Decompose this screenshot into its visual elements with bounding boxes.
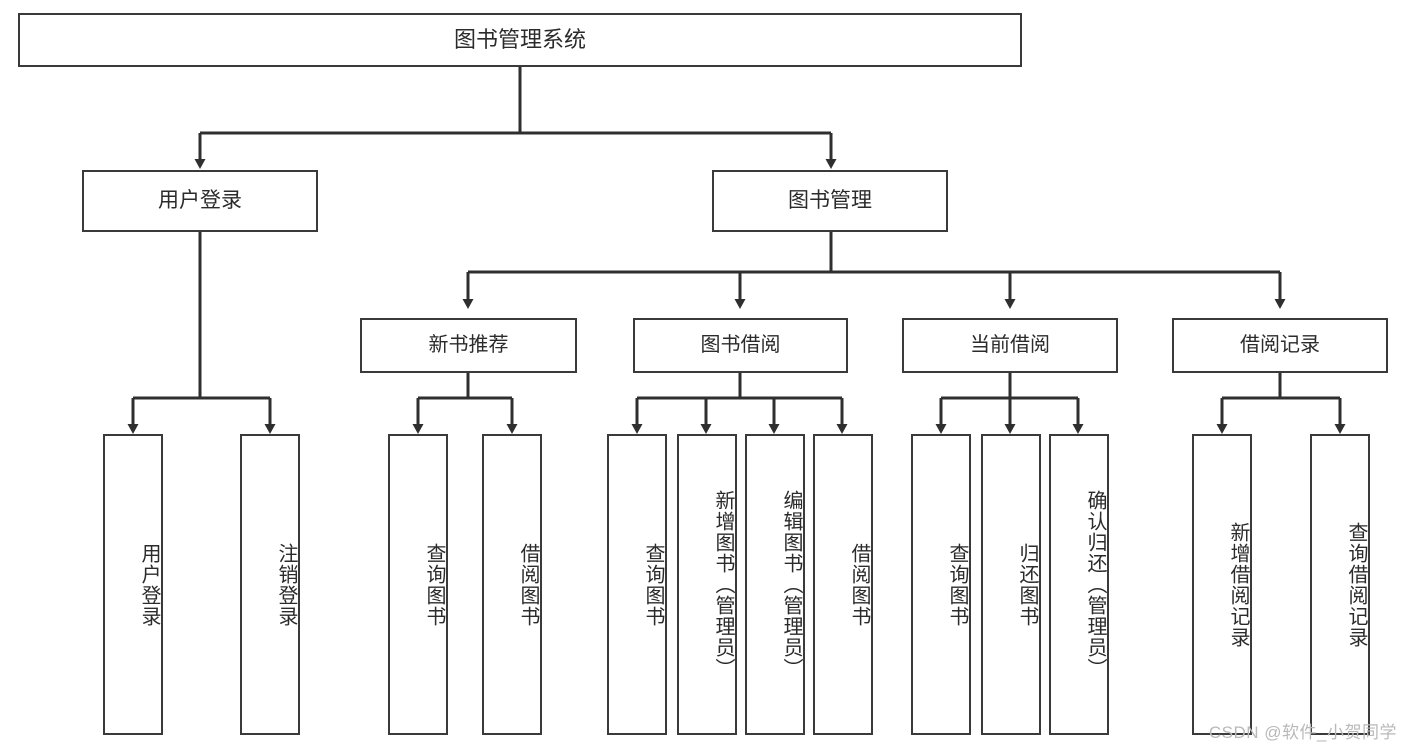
node-user-login-label: 用户登录 (158, 189, 242, 213)
leaf-add-record[interactable]: 新增借阅记录 (1192, 434, 1252, 735)
leaf-add-book-label: 新增图书（管理员） (712, 490, 734, 679)
node-borrow-record[interactable]: 借阅记录 (1172, 318, 1388, 373)
leaf-query-record-label: 查询借阅记录 (1345, 521, 1367, 648)
node-book-borrow[interactable]: 图书借阅 (633, 318, 848, 373)
leaf-logout[interactable]: 注销登录 (240, 434, 300, 735)
node-current-borrow-label: 当前借阅 (970, 334, 1050, 357)
node-current-borrow[interactable]: 当前借阅 (902, 318, 1118, 373)
leaf-query-book-2[interactable]: 查询图书 (607, 434, 667, 735)
leaf-return-book-label: 归还图书 (1016, 542, 1038, 627)
leaf-add-book[interactable]: 新增图书（管理员） (677, 434, 737, 735)
csdn-watermark: CSDN @软件_小贺同学 (1208, 723, 1397, 742)
node-new-book-recommend[interactable]: 新书推荐 (360, 318, 577, 373)
leaf-borrow-book-1[interactable]: 借阅图书 (482, 434, 542, 735)
leaf-confirm-return[interactable]: 确认归还（管理员） (1049, 434, 1109, 735)
node-book-borrow-label: 图书借阅 (700, 334, 781, 357)
node-new-book-recommend-label: 新书推荐 (428, 334, 509, 357)
leaf-user-login-label: 用户登录 (138, 542, 160, 627)
leaf-borrow-book-2[interactable]: 借阅图书 (813, 434, 873, 735)
leaf-add-record-label: 新增借阅记录 (1227, 521, 1249, 648)
leaf-query-book-3-label: 查询图书 (946, 542, 968, 627)
leaf-borrow-book-2-label: 借阅图书 (848, 542, 870, 627)
leaf-logout-label: 注销登录 (275, 542, 297, 627)
leaf-confirm-return-label: 确认归还（管理员） (1084, 490, 1106, 679)
leaf-user-login[interactable]: 用户登录 (103, 434, 163, 735)
leaf-borrow-book-1-label: 借阅图书 (517, 542, 539, 627)
node-book-manage-label: 图书管理 (788, 189, 872, 213)
node-book-manage[interactable]: 图书管理 (712, 170, 948, 232)
node-user-login[interactable]: 用户登录 (82, 170, 318, 232)
node-borrow-record-label: 借阅记录 (1240, 334, 1320, 357)
leaf-query-record[interactable]: 查询借阅记录 (1310, 434, 1370, 735)
leaf-query-book-2-label: 查询图书 (642, 542, 664, 627)
node-root-label: 图书管理系统 (453, 26, 586, 52)
leaf-edit-book[interactable]: 编辑图书（管理员） (745, 434, 805, 735)
leaf-return-book[interactable]: 归还图书 (981, 434, 1041, 735)
leaf-query-book-3[interactable]: 查询图书 (911, 434, 971, 735)
leaf-query-book-1[interactable]: 查询图书 (388, 434, 448, 735)
leaf-query-book-1-label: 查询图书 (423, 542, 445, 627)
leaf-edit-book-label: 编辑图书（管理员） (780, 490, 802, 679)
node-root[interactable]: 图书管理系统 (18, 13, 1022, 67)
